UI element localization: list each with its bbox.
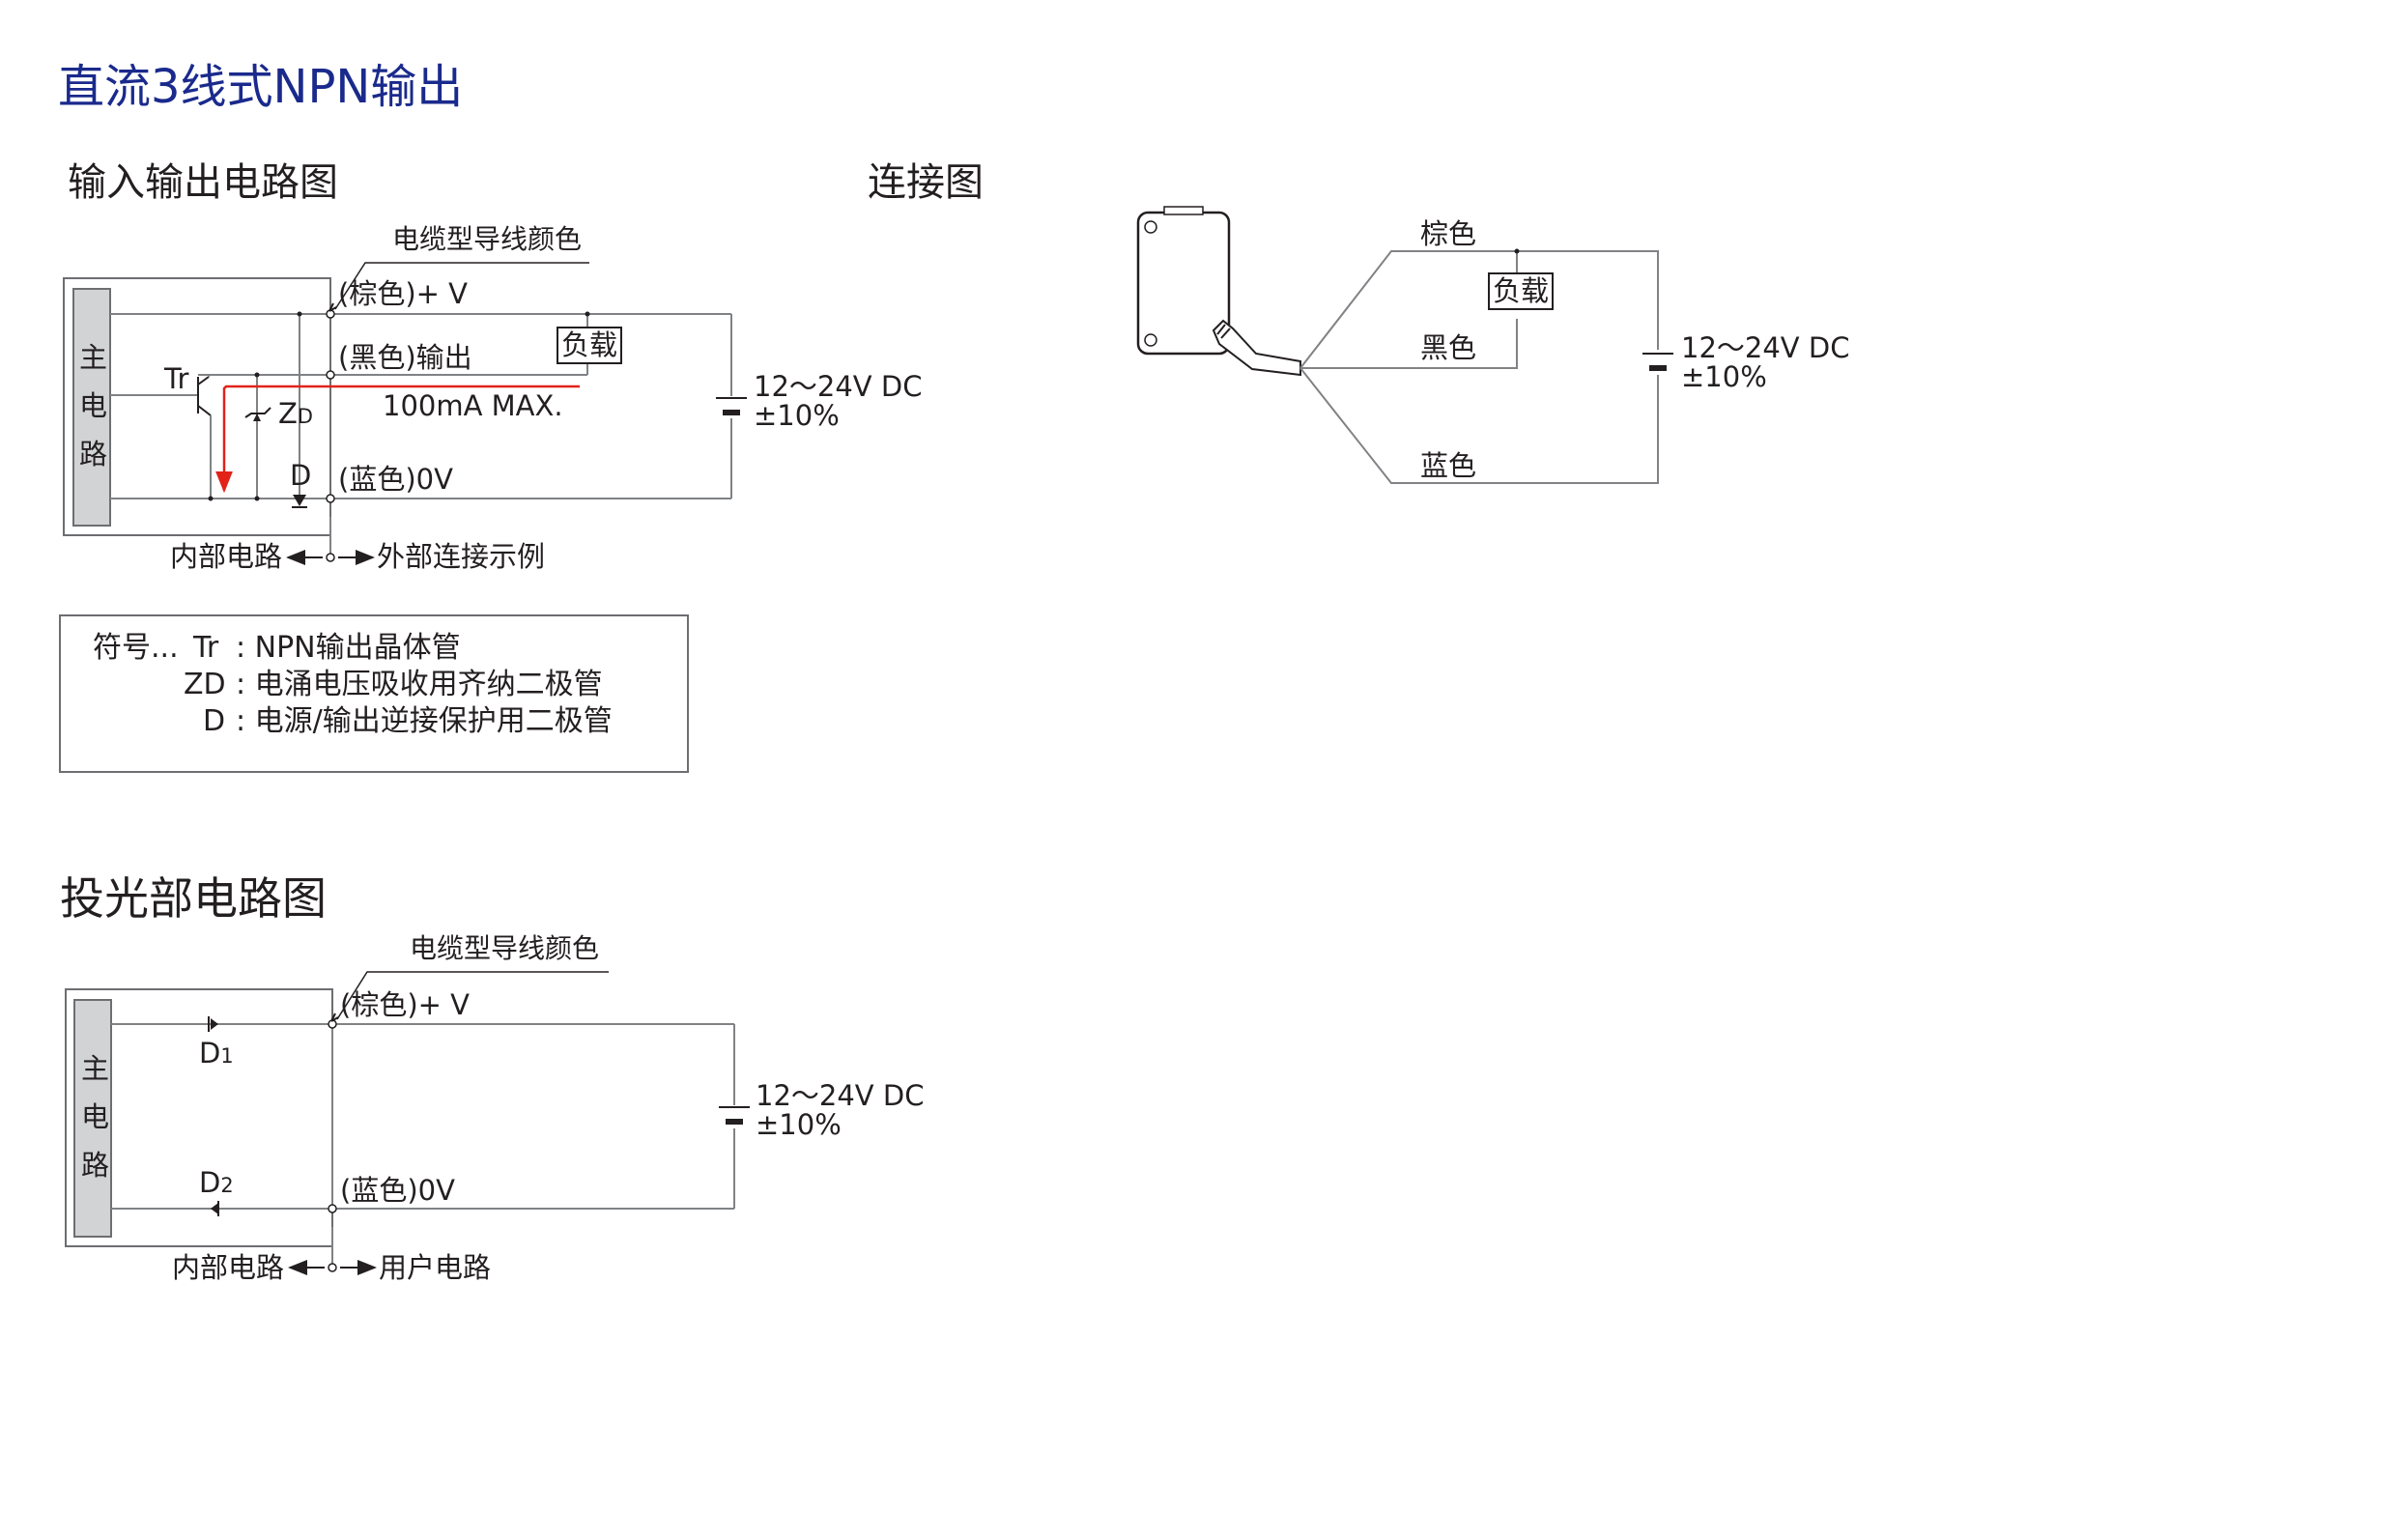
io-external-example-label: 外部连接示例: [377, 540, 546, 573]
io-main-char-1: 主: [79, 341, 108, 374]
io-main-char-2: 电: [79, 389, 108, 422]
main-circuit-block-emitter: [73, 999, 112, 1238]
io-main-char-3: 路: [79, 438, 108, 471]
zd-label: ZD: [278, 400, 313, 428]
d2-label-sub: 2: [220, 1174, 234, 1197]
io-section-heading: 输入输出电路图: [68, 160, 338, 205]
current-max-label: 100mA MAX.: [383, 389, 563, 422]
emitter-blue-0v: (蓝色)0V: [340, 1174, 455, 1207]
legend-symbol-d: D: [203, 704, 226, 738]
legend-desc-zd: : 电涌电压吸收用齐纳二极管: [236, 668, 603, 701]
emitter-supply-tolerance: ±10%: [756, 1108, 842, 1141]
emitter-circuit-diagram: [65, 971, 750, 1275]
emitter-internal-circuit-label: 内部电路: [172, 1251, 285, 1284]
connection-diagram: [1136, 206, 1673, 484]
legend-desc-d: : 电源/输出逆接保护用二极管: [236, 704, 613, 738]
d2-label-main: D: [199, 1166, 221, 1199]
conn-blue-label: 蓝色: [1420, 449, 1477, 482]
d1-label-main: D: [199, 1037, 221, 1069]
d1-label-sub: 1: [220, 1044, 234, 1068]
io-black-output: (黑色)输出: [338, 341, 472, 374]
d1-label: D1: [199, 1040, 234, 1068]
zd-label-main: Z: [278, 397, 298, 430]
zd-label-sub: D: [297, 405, 313, 428]
emitter-main-char-1: 主: [81, 1052, 110, 1085]
main-circuit-block: [72, 288, 111, 527]
d-label: D: [290, 459, 312, 492]
emitter-main-char-2: 电: [81, 1100, 110, 1133]
io-blue-0v: (蓝色)0V: [338, 463, 453, 496]
conn-brown-label: 棕色: [1420, 217, 1477, 250]
io-load-box: 负载: [557, 327, 623, 364]
io-lead-color-note: 电缆型导线颜色: [392, 223, 583, 255]
legend-prefix: 符号...: [93, 631, 179, 665]
symbol-legend: [59, 614, 689, 773]
conn-load-box: 负载: [1488, 272, 1555, 310]
emitter-brown-plus-v: (棕色)+ V: [340, 988, 470, 1021]
d2-label: D2: [199, 1169, 234, 1197]
emitter-user-circuit-label: 用户电路: [379, 1251, 492, 1284]
io-brown-plus-v: (棕色)+ V: [338, 277, 468, 310]
io-supply-voltage: 12～24V DC: [754, 370, 923, 403]
conn-black-label: 黑色: [1420, 331, 1477, 364]
conn-supply-tolerance: ±10%: [1681, 360, 1767, 393]
io-supply-tolerance: ±10%: [754, 399, 840, 432]
conn-supply-voltage: 12～24V DC: [1681, 331, 1850, 364]
io-internal-circuit-label: 内部电路: [170, 540, 283, 573]
emitter-lead-color-note: 电缆型导线颜色: [410, 932, 600, 964]
emitter-section-heading: 投光部电路图: [60, 872, 327, 925]
io-circuit-diagram: [63, 262, 747, 565]
legend-desc-tr: : NPN输出晶体管: [236, 631, 461, 665]
legend-symbol-tr: Tr: [193, 631, 219, 665]
emitter-main-char-3: 路: [81, 1149, 110, 1182]
emitter-supply-voltage: 12～24V DC: [756, 1079, 925, 1112]
legend-symbol-zd: ZD: [184, 668, 226, 701]
page-title: 直流3线式NPN输出: [58, 60, 464, 114]
tr-label: Tr: [164, 362, 189, 395]
connection-section-heading: 连接图: [868, 160, 984, 205]
